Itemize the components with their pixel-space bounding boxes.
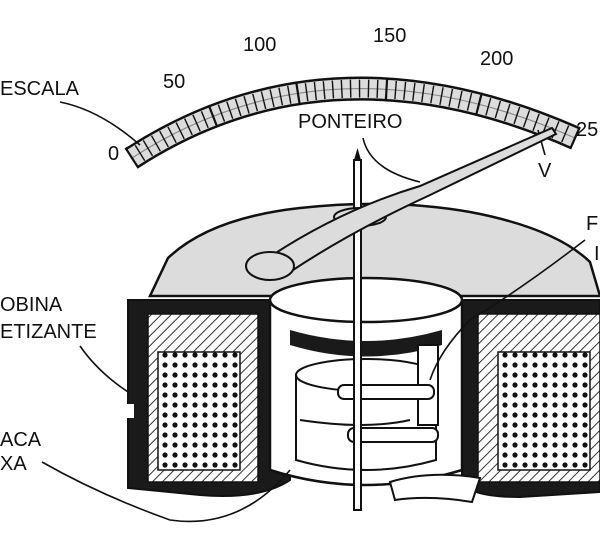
scale-minor-tick (260, 91, 267, 110)
leader-escala (59, 101, 141, 146)
scale-minor-tick (200, 111, 209, 129)
scale-minor-tick (376, 79, 379, 98)
leader-ponteiro (362, 137, 421, 183)
scale-minor-tick (234, 98, 242, 117)
scale-minor-tick (278, 87, 284, 106)
scale-minor-tick (513, 106, 521, 125)
leader-mola (429, 239, 586, 381)
scale-minor-tick (217, 104, 226, 122)
scale-minor-tick (430, 85, 435, 104)
scale-major-tick (569, 126, 581, 150)
label-unit: V (538, 160, 552, 182)
scale-minor-tick (439, 87, 444, 106)
scale-minor-tick (421, 84, 425, 103)
scale-major-tick (384, 77, 389, 102)
scale-minor-tick (503, 103, 511, 122)
label-bobina-line2: ETIZANTE (0, 321, 97, 343)
label-caixa-line1: ACA (0, 429, 42, 451)
scale-minor-tick (192, 114, 201, 132)
scale-label-150: 150 (373, 25, 406, 47)
magnet-right (461, 299, 600, 499)
scale-major-tick (207, 104, 219, 128)
scale-minor-tick (340, 79, 343, 99)
scale-minor-tick (466, 92, 473, 111)
scale-minor-tick (142, 140, 154, 157)
scale-minor-tick (394, 80, 397, 100)
label-bobina-line1: OBINA (0, 294, 63, 316)
scale-label-250: 25 (576, 119, 598, 141)
scale-minor-tick (412, 82, 416, 101)
scale-minor-tick (183, 118, 193, 136)
scale-major-tick (474, 92, 483, 117)
scale-minor-tick (226, 101, 234, 119)
scale-minor-tick (457, 90, 463, 109)
leader-caixa (41, 461, 291, 523)
scale-minor-tick (252, 93, 259, 112)
scale-minor-tick (532, 113, 540, 131)
scale-label-0: 0 (108, 143, 119, 165)
scale-major-tick (124, 147, 140, 169)
scale-minor-tick (287, 85, 292, 104)
label-ponteiro: PONTEIRO (298, 111, 402, 133)
scale-minor-tick (331, 80, 335, 99)
scale-label-200: 200 (480, 48, 513, 70)
scale-minor-tick (304, 83, 309, 102)
scale-minor-tick (269, 89, 275, 108)
scale-minor-tick (134, 144, 146, 161)
scale-ticks (124, 77, 581, 169)
label-mola-line2: I (594, 243, 600, 265)
scale-minor-tick (448, 88, 454, 107)
scale-label-100: 100 (243, 34, 276, 56)
scale-minor-tick (313, 82, 317, 101)
label-escala: ESCALA (0, 78, 80, 100)
scale-minor-tick (522, 110, 531, 128)
label-caixa-line2: XA (0, 453, 27, 475)
scale-minor-tick (403, 81, 407, 100)
scale-minor-tick (485, 97, 492, 116)
scale-minor-tick (175, 122, 185, 140)
label-mola-line1: F (586, 213, 598, 235)
pointer-needle (245, 126, 558, 281)
leader-bobina (79, 345, 129, 393)
scale-minor-tick (167, 126, 177, 144)
scale-label-50: 50 (163, 71, 185, 93)
scale-minor-tick (159, 130, 169, 148)
magnet-left (120, 299, 291, 497)
scale-minor-tick (561, 125, 570, 143)
scale-minor-tick (150, 135, 162, 152)
scale-minor-tick (322, 81, 326, 100)
scale-major-tick (295, 81, 301, 106)
scale-minor-tick (494, 100, 502, 119)
scale-minor-tick (243, 96, 250, 114)
